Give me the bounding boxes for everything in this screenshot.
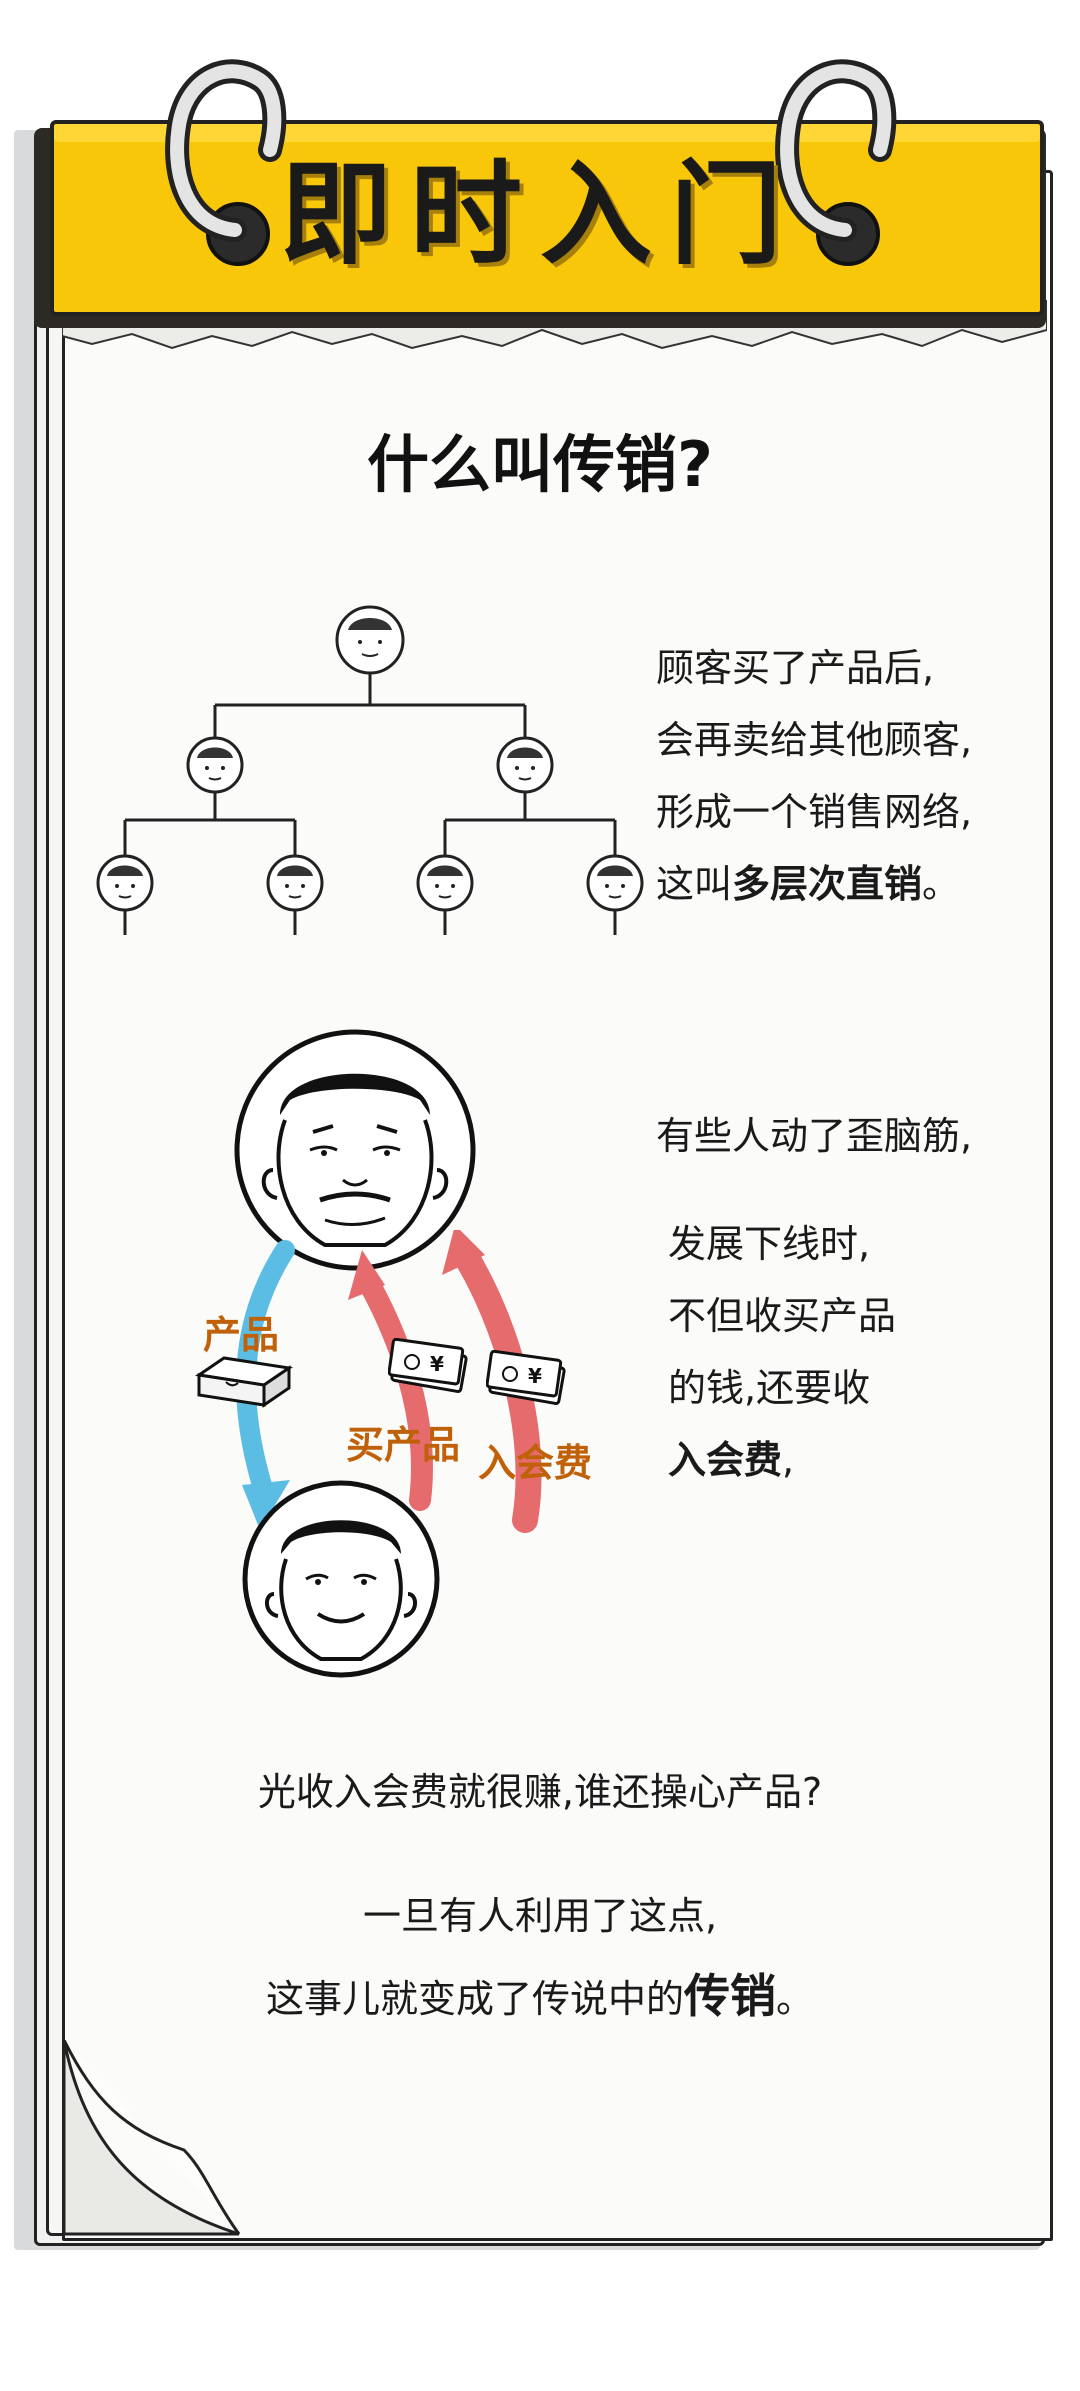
label-entry-fee: 入会费 — [478, 1441, 593, 1485]
face-node-level3-4-icon — [586, 854, 644, 912]
page-curl-corner — [64, 2040, 241, 2236]
paragraph2-line1: 有些人动了歪脑筋, — [656, 1114, 973, 1158]
paragraph1-line4: 这叫多层次直销。 — [656, 848, 960, 920]
paragraph4-line1: 光收入会费就很赚,谁还操心产品? — [257, 1770, 823, 1814]
upline-face-icon — [234, 1029, 476, 1271]
downline-face-icon — [242, 1480, 440, 1678]
network-tree-diagram — [96, 605, 644, 935]
binder-ring-left-icon — [165, 59, 287, 242]
yen-symbol-left: ¥ — [430, 1352, 444, 1376]
paragraph3-line4-suffix: , — [782, 1438, 795, 1482]
paragraph1-line4-suffix: 。 — [922, 862, 961, 906]
notebook-page — [62, 170, 1053, 2241]
paragraph1-line2: 会再卖给其他顾客, — [656, 718, 973, 762]
face-node-level2-left-icon — [186, 736, 244, 794]
paragraph3-line1: 发展下线时, — [668, 1222, 871, 1266]
cash-bundle-right-icon — [486, 1350, 566, 1406]
face-node-top-icon — [335, 605, 405, 675]
paragraph3-line4: 入会费, — [668, 1424, 794, 1496]
paragraph5-line2-prefix: 这事儿就变成了传说中的 — [265, 1977, 684, 2021]
binder-ring-right-icon — [775, 59, 897, 242]
section-subtitle: 什么叫传销? — [367, 428, 713, 501]
paragraph5-line1: 一旦有人利用了这点, — [362, 1894, 718, 1938]
multi-level-direct-sales-term: 多层次直销 — [732, 862, 923, 906]
paragraph5-line2: 这事儿就变成了传说中的传销。 — [130, 1960, 950, 2035]
arrow-up-red-large-icon — [442, 1230, 485, 1275]
paragraph1-line1: 顾客买了产品后, — [656, 646, 935, 690]
yen-symbol-right: ¥ — [528, 1364, 542, 1388]
arrow-down-blue-icon — [242, 1480, 290, 1530]
paragraph3-line2: 不但收买产品 — [668, 1294, 897, 1338]
paragraph3-line3: 的钱,还要收 — [668, 1366, 871, 1410]
page-title: 即时入门 — [280, 150, 800, 280]
paragraph1-line4-prefix: 这叫 — [656, 862, 733, 906]
label-product: 产品 — [203, 1313, 280, 1357]
face-node-level3-2-icon — [266, 854, 324, 912]
paragraph1-line3: 形成一个销售网络, — [656, 790, 973, 834]
face-node-level2-right-icon — [496, 736, 554, 794]
face-node-level3-1-icon — [96, 854, 154, 912]
paragraph5-line2-suffix: 。 — [776, 1977, 815, 2021]
pyramid-scheme-term: 传销 — [684, 1969, 776, 2023]
label-buy-product: 买产品 — [346, 1423, 461, 1467]
arrow-up-red-icon — [348, 1250, 385, 1300]
entry-fee-term: 入会费 — [668, 1438, 783, 1482]
cash-bundle-left-icon — [388, 1338, 468, 1394]
face-node-level3-3-icon — [416, 854, 474, 912]
product-box-icon — [195, 1356, 293, 1408]
